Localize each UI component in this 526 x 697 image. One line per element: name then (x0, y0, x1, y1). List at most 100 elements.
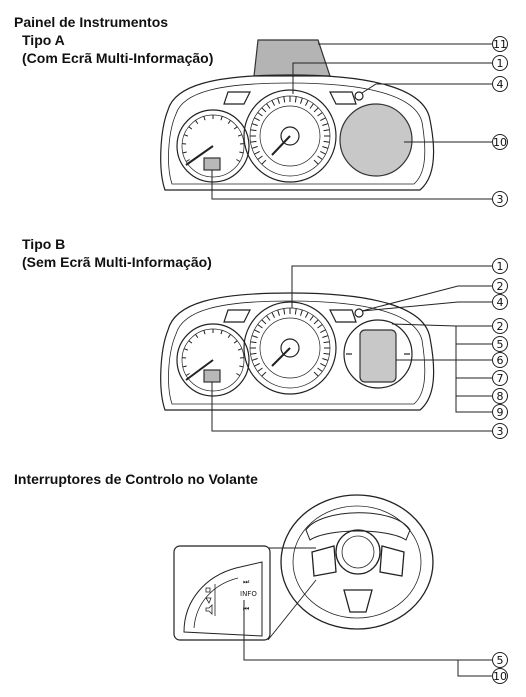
gauge-tick (257, 112, 263, 117)
volume-icon (205, 604, 213, 615)
section-a-subtitle: Tipo A (22, 32, 65, 48)
switch-icons (205, 587, 213, 615)
gauge-tick (239, 151, 244, 154)
gauge-tick (320, 150, 326, 155)
gauge-tick (313, 107, 319, 113)
gauge-tick (261, 159, 267, 165)
tach-display-b (203, 369, 221, 383)
gauge-tick (257, 324, 263, 329)
gauge-tick (257, 155, 263, 160)
gauge-tick (322, 358, 329, 361)
gauge-tick (277, 309, 280, 316)
steering-wheel (280, 494, 434, 630)
hud-display (253, 39, 331, 77)
switch-inset (173, 545, 317, 641)
speedometer-b (243, 301, 337, 395)
gauge-tick (294, 308, 297, 315)
gauge-tick (254, 150, 260, 155)
callout-lines-b (211, 265, 492, 432)
phone-icon (205, 587, 211, 593)
callout-circles (492, 36, 508, 684)
multi-info-display-a (339, 103, 413, 177)
gauge-tick (283, 96, 286, 103)
gauge-tick (283, 308, 286, 315)
gauge-tick (251, 335, 258, 338)
gauge-tick (237, 134, 243, 137)
callout-c-10: 10 (493, 670, 507, 683)
fuel-temp-gauge-b (343, 319, 413, 389)
gauge-tick (254, 117, 260, 122)
gauge-tick (322, 335, 329, 338)
info-button-label: INFO (240, 590, 257, 598)
gauge-tick (251, 358, 258, 361)
gauge-tick (323, 341, 330, 344)
callout-a-3: 3 (497, 193, 504, 206)
gauge-tick (309, 103, 314, 109)
gauge-tick (266, 103, 271, 109)
gauge-tick (304, 100, 309, 106)
callout-b-1: 1 (497, 260, 504, 273)
gauge-tick (188, 340, 193, 344)
gauge-tick (304, 312, 309, 318)
gauge-tick (185, 159, 190, 162)
callout-a-10: 10 (493, 136, 507, 149)
gauge-tick (266, 315, 271, 321)
gauge-tick (322, 146, 329, 149)
gauge-tick (323, 140, 330, 143)
gauge-tick (251, 123, 258, 126)
gauge-tick (320, 362, 326, 367)
gauge-tick (227, 334, 231, 338)
gauge-tick (250, 129, 257, 132)
cluster-type-a (160, 39, 435, 191)
steering-hub (335, 529, 381, 575)
gauge-tick (188, 126, 193, 130)
gauge-tick (220, 330, 223, 335)
center-display-b (359, 329, 397, 383)
gauge-tick (317, 155, 323, 160)
gauge-tick (261, 371, 267, 377)
callout-lines-a (211, 43, 492, 200)
gauge-tick (233, 126, 238, 130)
gauge-tick (261, 107, 267, 113)
gauge-tick (317, 324, 323, 329)
section-c-title: Interruptores de Controlo no Volante (14, 471, 258, 487)
callout-b-8: 8 (497, 390, 504, 403)
gauge-tick (182, 151, 187, 154)
gauge-tick (254, 329, 260, 334)
callout-c-5: 5 (497, 654, 504, 667)
gauge-tick (320, 329, 326, 334)
gauge-tick (271, 312, 276, 318)
callout-b-6: 6 (497, 354, 504, 367)
gauge-tick (300, 97, 303, 104)
section-b-note: (Sem Ecrã Multi-Informação) (22, 254, 212, 270)
callout-a-1: 1 (497, 57, 504, 70)
gauge-tick (250, 352, 257, 355)
gauge-tick (294, 96, 297, 103)
skip-forward-label: ⏭ (243, 578, 250, 586)
gauge-tick (220, 116, 223, 121)
gauge-tick (300, 309, 303, 316)
tachometer-b (176, 323, 250, 397)
indicator-lamp-b (354, 308, 364, 318)
gauge-tick (317, 367, 323, 372)
gauge-tick (182, 365, 187, 368)
gauge-tick (322, 123, 329, 126)
callout-numbers: 11 1 4 10 3 1 2 4 2 5 6 7 8 9 3 5 10 (493, 38, 507, 683)
callout-b-4: 4 (497, 296, 504, 309)
gauge-tick (233, 340, 238, 344)
skip-back-label: ⏮ (243, 605, 249, 613)
gauge-tick (320, 117, 326, 122)
gauge-tick (203, 330, 206, 335)
gauge-tick (277, 97, 280, 104)
gauge-tick (183, 134, 189, 137)
cluster-housing-a (160, 74, 435, 191)
gauge-tick (195, 120, 199, 124)
gauge-tick (236, 373, 241, 376)
speedometer-a (243, 89, 337, 183)
gauge-tick (254, 362, 260, 367)
gauge-tick (250, 341, 257, 344)
gauge-tick (183, 348, 189, 351)
gauge-tick (323, 129, 330, 132)
gauge-tick (239, 365, 244, 368)
